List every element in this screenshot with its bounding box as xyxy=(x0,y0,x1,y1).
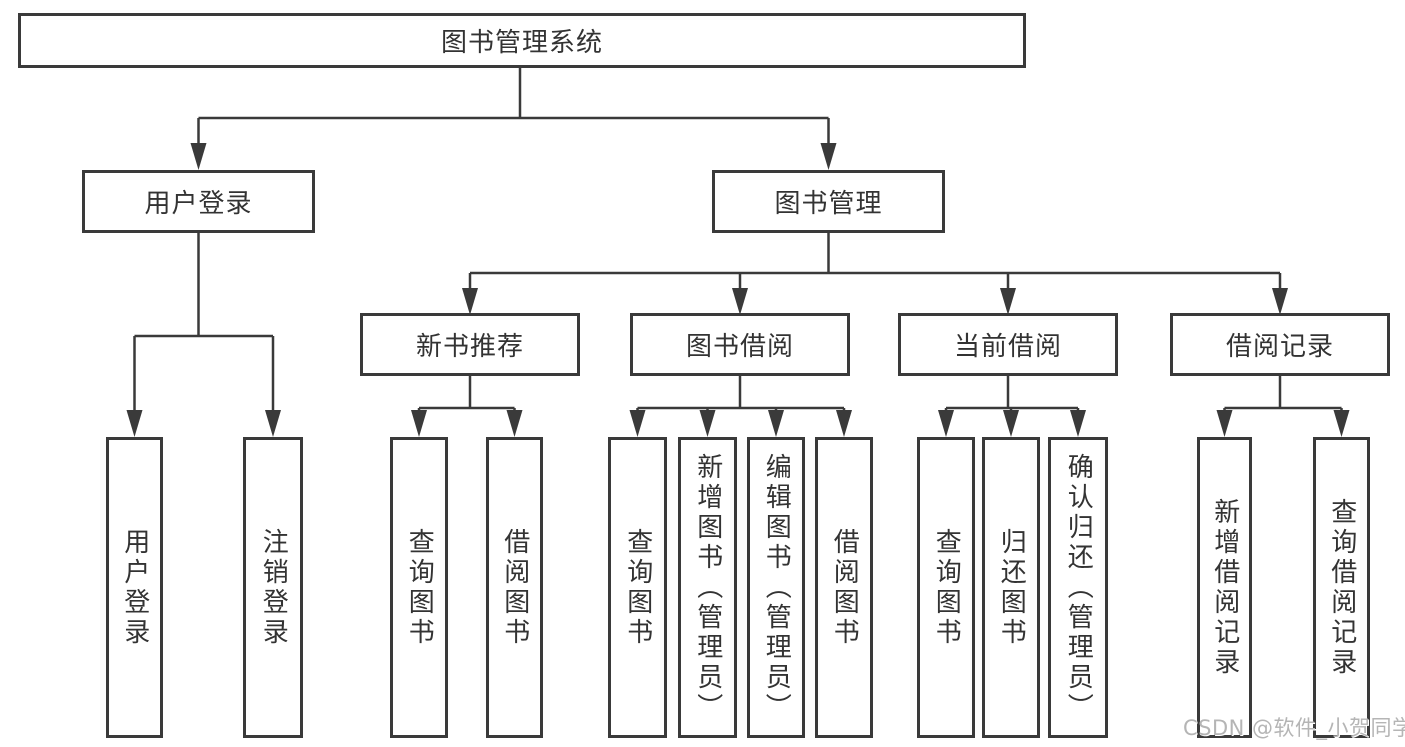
leaf-recommend-borrow-books: 借阅图书 xyxy=(486,437,543,738)
leaf-borrowing-query-books: 查询图书 xyxy=(608,437,667,738)
node-new-book-recommend: 新书推荐 xyxy=(360,313,580,376)
arrowheads xyxy=(126,143,1350,437)
leaf-records-query-record: 查询借阅记录 xyxy=(1313,437,1370,738)
node-borrow-records-label: 借阅记录 xyxy=(1225,332,1334,362)
node-borrow-records: 借阅记录 xyxy=(1170,313,1390,376)
leaf-logout-login-label: 注销登录 xyxy=(258,527,289,648)
leaf-borrowing-add-books-admin: 新增图书（管理员） xyxy=(678,437,737,738)
leaf-recommend-borrow-books-label: 借阅图书 xyxy=(499,527,530,648)
node-book-management: 图书管理 xyxy=(712,170,945,233)
leaf-records-query-record-label: 查询借阅记录 xyxy=(1326,497,1357,678)
leaf-current-query-books-label: 查询图书 xyxy=(931,527,962,648)
leaf-user-login: 用户登录 xyxy=(106,437,163,738)
csdn-watermark: CSDN @软件_小贺同学 xyxy=(1183,716,1405,740)
node-user-login: 用户登录 xyxy=(82,170,315,233)
node-user-login-label: 用户登录 xyxy=(144,189,253,219)
node-book-management-label: 图书管理 xyxy=(774,189,883,219)
leaf-borrowing-borrow-books: 借阅图书 xyxy=(815,437,873,738)
node-book-borrowing-label: 图书借阅 xyxy=(685,332,794,362)
leaf-borrowing-borrow-books-label: 借阅图书 xyxy=(829,527,860,648)
leaf-records-add-record: 新增借阅记录 xyxy=(1197,437,1252,738)
node-library-system-label: 图书管理系统 xyxy=(440,28,603,58)
leaf-current-query-books: 查询图书 xyxy=(917,437,975,738)
node-library-system: 图书管理系统 xyxy=(18,13,1026,68)
leaf-current-confirm-return-admin: 确认归还（管理员） xyxy=(1048,437,1108,738)
node-new-book-recommend-label: 新书推荐 xyxy=(415,332,524,362)
leaf-borrowing-edit-books-admin-label: 编辑图书（管理员） xyxy=(761,452,792,723)
leaf-borrowing-query-books-label: 查询图书 xyxy=(622,527,653,648)
leaf-current-confirm-return-admin-label: 确认归还（管理员） xyxy=(1063,452,1094,723)
leaf-records-add-record-label: 新增借阅记录 xyxy=(1209,497,1240,678)
leaf-user-login-label: 用户登录 xyxy=(119,527,150,648)
leaf-current-return-books: 归还图书 xyxy=(982,437,1040,738)
leaf-recommend-query-books: 查询图书 xyxy=(390,437,448,738)
leaf-logout-login: 注销登录 xyxy=(243,437,303,738)
node-book-borrowing: 图书借阅 xyxy=(630,313,850,376)
leaf-borrowing-edit-books-admin: 编辑图书（管理员） xyxy=(747,437,805,738)
leaf-recommend-query-books-label: 查询图书 xyxy=(404,527,435,648)
node-current-borrowing: 当前借阅 xyxy=(898,313,1118,376)
leaf-current-return-books-label: 归还图书 xyxy=(996,527,1027,648)
leaf-borrowing-add-books-admin-label: 新增图书（管理员） xyxy=(692,452,723,723)
node-current-borrowing-label: 当前借阅 xyxy=(953,332,1062,362)
